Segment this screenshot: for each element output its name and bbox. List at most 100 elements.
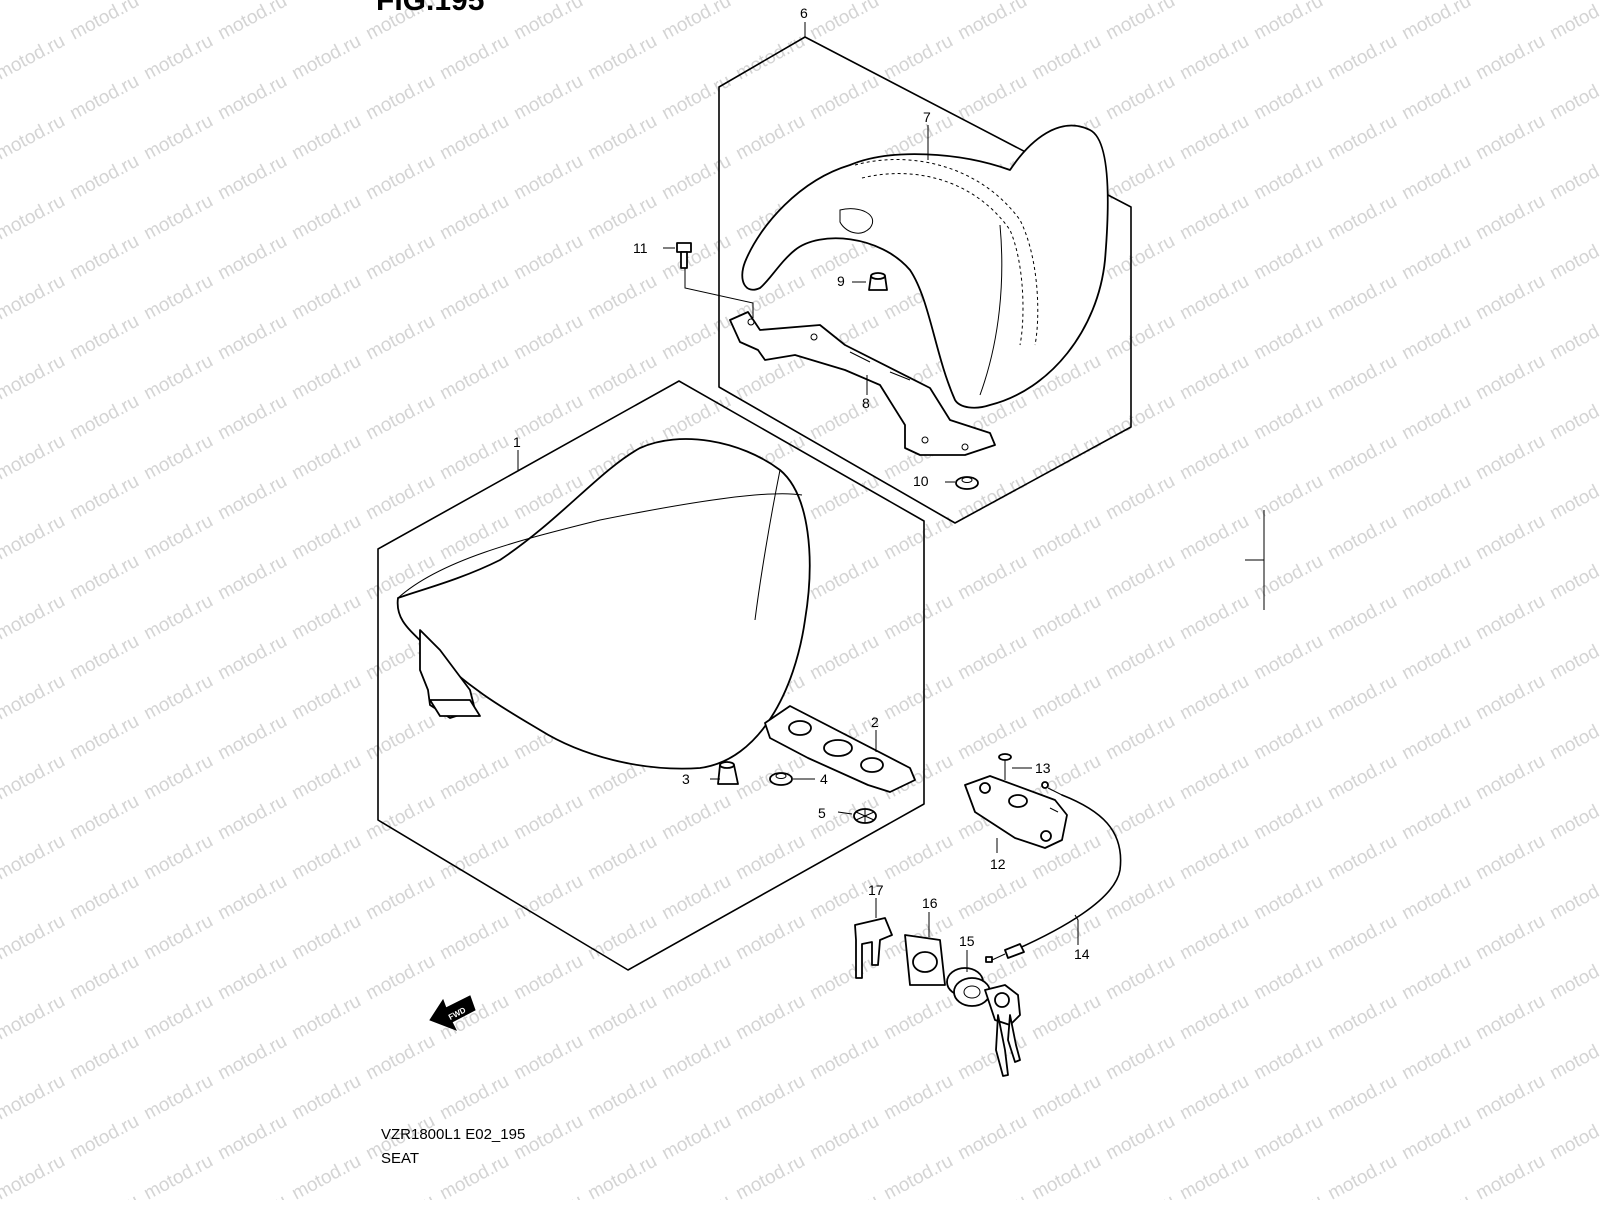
watermark-text: motod.ru [140, 751, 216, 805]
seat-bracket-rear [729, 311, 996, 456]
callout-3: 3 [682, 771, 690, 787]
watermark-text: motod.ru [1398, 391, 1474, 445]
watermark-text: motod.ru [1472, 751, 1548, 805]
lock-housing [964, 775, 1068, 849]
watermark-text: motod.ru [1176, 911, 1252, 965]
watermark-text: motod.ru [288, 431, 364, 485]
nut-9 [868, 272, 888, 291]
watermark-text: motod.ru [1324, 431, 1400, 485]
watermark-text: motod.ru [584, 351, 660, 405]
watermark-text: motod.ru [1250, 1031, 1326, 1085]
watermark-text: motod.ru [1028, 31, 1104, 85]
watermark-text: motod.ru [1324, 1151, 1400, 1200]
watermark-text: motod.ru [214, 711, 290, 765]
pillion-seat [741, 124, 1109, 409]
watermark-text: motod.ru [1546, 951, 1600, 1005]
watermark-text: motod.ru [214, 551, 290, 605]
watermark-text: motod.ru [584, 1071, 660, 1125]
watermark-text: motod.ru [1102, 951, 1178, 1005]
watermark-text: motod.ru [0, 351, 69, 405]
watermark-text: motod.ru [1472, 111, 1548, 165]
watermark-text: motod.ru [806, 1031, 882, 1085]
watermark-text: motod.ru [806, 631, 882, 685]
watermark-text: motod.ru [510, 151, 586, 205]
watermark-text: motod.ru [0, 431, 69, 485]
watermark-text: motod.ru [214, 231, 290, 285]
diagram-title: SEAT [381, 1150, 419, 1167]
watermark-text: motod.ru [732, 111, 808, 165]
watermark-text: motod.ru [436, 351, 512, 405]
watermark-text: motod.ru [436, 911, 512, 965]
watermark-text: motod.ru [732, 1151, 808, 1200]
watermark-text: motod.ru [1250, 791, 1326, 845]
watermark-text: motod.ru [1250, 0, 1326, 44]
watermark-text: motod.ru [66, 711, 142, 765]
watermark-text: motod.ru [66, 1111, 142, 1165]
watermark-text: motod.ru [1472, 271, 1548, 325]
watermark-text: motod.ru [1546, 1191, 1600, 1200]
watermark-text: motod.ru [806, 1111, 882, 1165]
watermark-text: motod.ru [1250, 951, 1326, 1005]
watermark-text: motod.ru [880, 591, 956, 645]
washer-5 [853, 808, 877, 824]
watermark-text: motod.ru [140, 991, 216, 1045]
watermark-text: motod.ru [1546, 391, 1600, 445]
watermark-text: motod.ru [1250, 391, 1326, 445]
watermark-text: motod.ru [880, 31, 956, 85]
watermark-text: motod.ru [1028, 0, 1104, 4]
watermark-text: motod.ru [0, 1071, 69, 1125]
watermark-text: motod.ru [140, 431, 216, 485]
watermark-text: motod.ru [140, 511, 216, 565]
watermark-text: motod.ru [66, 151, 142, 205]
watermark-text: motod.ru [806, 0, 882, 44]
watermark-text: motod.ru [66, 311, 142, 365]
watermark-text: motod.ru [658, 311, 734, 365]
watermark-text: motod.ru [658, 71, 734, 125]
watermark-text: motod.ru [436, 431, 512, 485]
watermark-text: motod.ru [1176, 191, 1252, 245]
watermark-text: motod.ru [288, 0, 364, 4]
watermark-text: motod.ru [1102, 231, 1178, 285]
callout-14: 14 [1074, 946, 1090, 962]
watermark-text: motod.ru [436, 31, 512, 85]
watermark-text: motod.ru [1398, 471, 1474, 525]
watermark-text: motod.ru [1176, 0, 1252, 4]
watermark-text: motod.ru [1472, 1071, 1548, 1125]
watermark-text: motod.ru [1102, 1031, 1178, 1085]
watermark-text: motod.ru [510, 231, 586, 285]
watermark-text: motod.ru [1472, 511, 1548, 565]
watermark-text: motod.ru [1398, 631, 1474, 685]
watermark-text: motod.ru [288, 1151, 364, 1200]
watermark-text: motod.ru [1324, 991, 1400, 1045]
watermark-text: motod.ru [732, 1071, 808, 1125]
callout-12: 12 [990, 856, 1006, 872]
watermark-text: motod.ru [510, 71, 586, 125]
watermark-text: motod.ru [954, 871, 1030, 925]
watermark-text: motod.ru [436, 111, 512, 165]
watermark-text: motod.ru [1546, 1111, 1600, 1165]
watermark-text: motod.ru [1546, 231, 1600, 285]
watermark-text: motod.ru [66, 631, 142, 685]
watermark-text: motod.ru [1176, 671, 1252, 725]
watermark-text: motod.ru [1250, 311, 1326, 365]
callout-2: 2 [871, 714, 879, 730]
watermark-text: motod.ru [1472, 191, 1548, 245]
watermark-text: motod.ru [140, 1151, 216, 1200]
watermark-text: motod.ru [510, 311, 586, 365]
watermark-text: motod.ru [214, 0, 290, 44]
nut-10 [955, 476, 979, 490]
watermark-text: motod.ru [0, 751, 69, 805]
watermark-text: motod.ru [1250, 551, 1326, 605]
watermark-text: motod.ru [1102, 471, 1178, 525]
callout-9: 9 [837, 273, 845, 289]
watermark-text: motod.ru [1102, 631, 1178, 685]
watermark-text: motod.ru [66, 231, 142, 285]
watermark-text: motod.ru [1398, 711, 1474, 765]
watermark-text: motod.ru [1546, 151, 1600, 205]
watermark-text: motod.ru [436, 1151, 512, 1200]
watermark-text: motod.ru [1324, 351, 1400, 405]
watermark-text: motod.ru [214, 791, 290, 845]
watermark-text: motod.ru [66, 1191, 142, 1200]
watermark-text: motod.ru [1472, 911, 1548, 965]
watermark-text: motod.ru [1546, 1031, 1600, 1085]
